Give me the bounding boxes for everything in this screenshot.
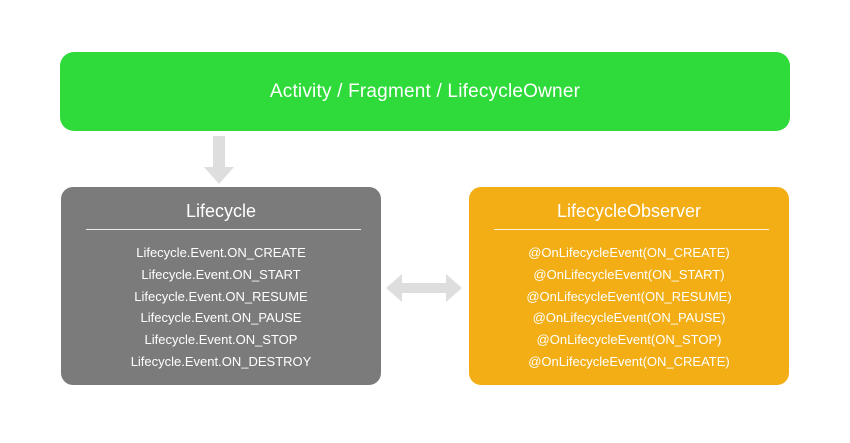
lifecycle-owner-label: Activity / Fragment / LifecycleOwner bbox=[269, 80, 581, 102]
observer-annotation-item: @OnLifecycleEvent(ON_STOP) bbox=[536, 332, 722, 348]
lifecycle-owner-box: Activity / Fragment / LifecycleOwner bbox=[60, 52, 790, 131]
observer-annotation-item: @OnLifecycleEvent(ON_RESUME) bbox=[526, 288, 732, 304]
lifecycle-event-item: Lifecycle.Event.ON_STOP bbox=[144, 332, 298, 348]
lifecycle-event-item: Lifecycle.Event.ON_CREATE bbox=[136, 245, 306, 260]
observer-annotation-item: @OnLifecycleEvent(ON_CREATE) bbox=[528, 353, 730, 369]
observer-annotation-list: @OnLifecycleEvent(ON_CREATE) @OnLifecycl… bbox=[469, 242, 789, 373]
lifecycle-observer-divider bbox=[494, 229, 769, 230]
arrow-left-right-icon bbox=[386, 274, 462, 302]
lifecycle-divider bbox=[86, 229, 361, 230]
lifecycle-observer-box: LifecycleObserver @OnLifecycleEvent(ON_C… bbox=[469, 187, 789, 385]
arrow-down-icon bbox=[204, 136, 234, 184]
lifecycle-event-item: Lifecycle.Event.ON_RESUME bbox=[134, 288, 308, 304]
lifecycle-observer-title: LifecycleObserver bbox=[556, 201, 702, 221]
lifecycle-event-item: Lifecycle.Event.ON_DESTROY bbox=[130, 353, 312, 369]
lifecycle-event-item: Lifecycle.Event.ON_PAUSE bbox=[140, 310, 302, 326]
lifecycle-title: Lifecycle bbox=[185, 201, 257, 221]
observer-annotation-item: @OnLifecycleEvent(ON_START) bbox=[533, 266, 725, 282]
observer-annotation-item: @OnLifecycleEvent(ON_PAUSE) bbox=[532, 310, 726, 326]
observer-annotation-item: @OnLifecycleEvent(ON_CREATE) bbox=[528, 245, 730, 260]
lifecycle-box: Lifecycle Lifecycle.Event.ON_CREATE Life… bbox=[61, 187, 381, 385]
lifecycle-event-list: Lifecycle.Event.ON_CREATE Lifecycle.Even… bbox=[61, 242, 381, 373]
lifecycle-event-item: Lifecycle.Event.ON_START bbox=[141, 266, 301, 282]
